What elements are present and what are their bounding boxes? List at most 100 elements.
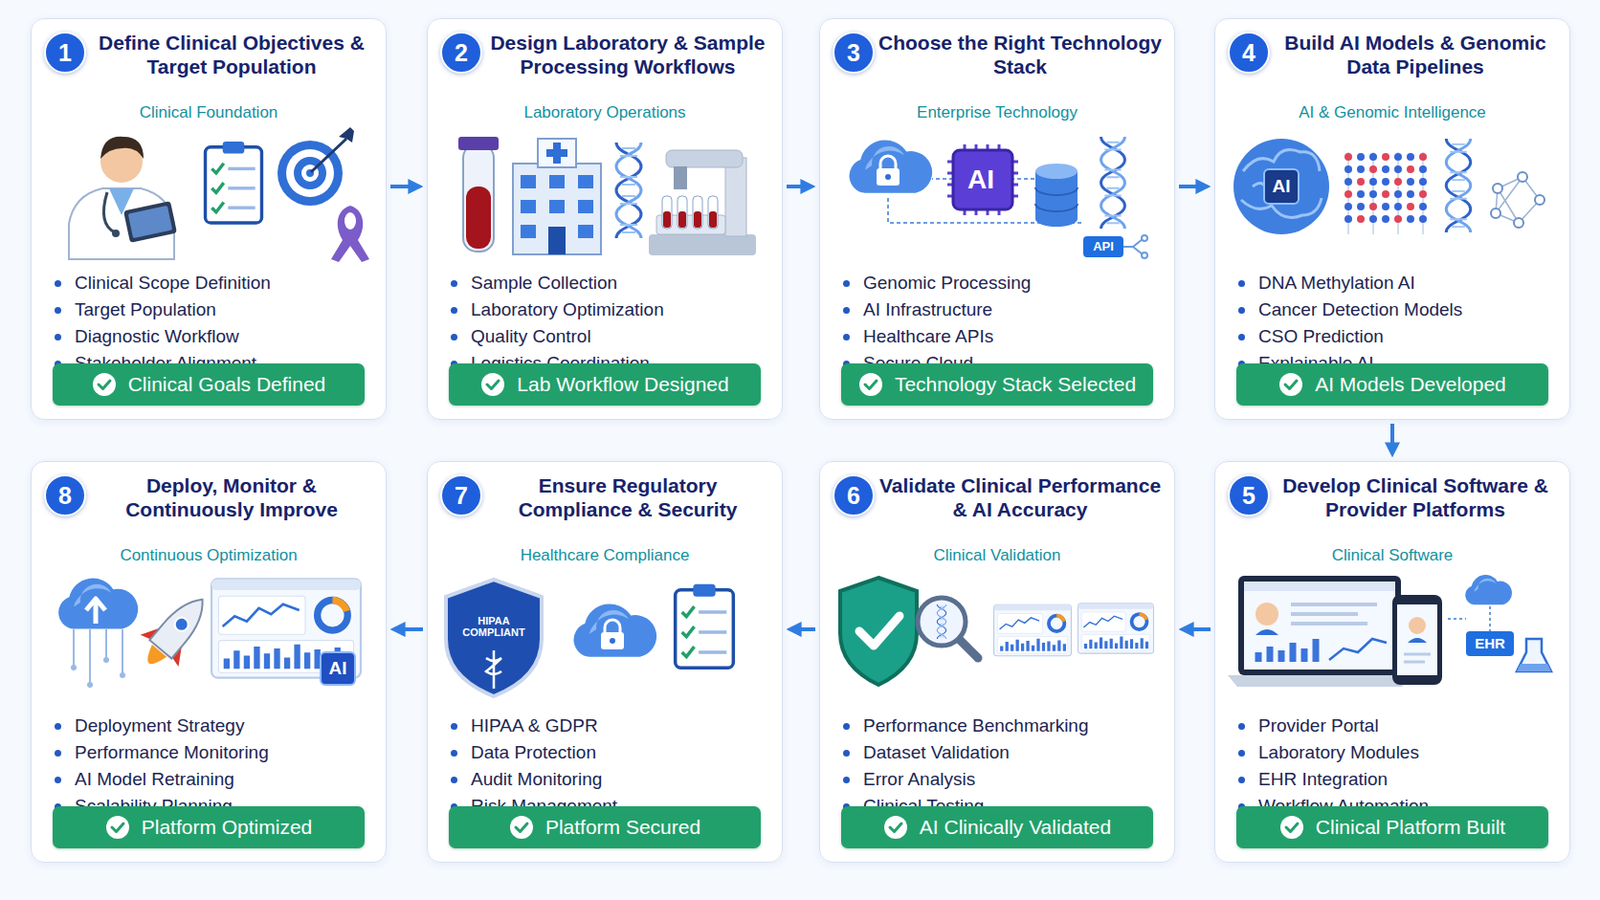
- step-subtitle: Enterprise Technology: [829, 103, 1165, 123]
- status-badge: AI Clinically Validated: [841, 806, 1154, 849]
- bullet-item: HIPAA & GDPR: [450, 712, 775, 740]
- bullet-dot: [450, 280, 458, 288]
- status-badge: Platform Optimized: [52, 806, 365, 849]
- bullet-item: AI Model Retraining: [54, 766, 378, 794]
- bullet-dot: [450, 333, 458, 341]
- status-badge: Platform Secured: [448, 806, 761, 849]
- bullet-text: Healthcare APIs: [863, 326, 994, 348]
- bullet-list: Performance BenchmarkingDataset Validati…: [843, 712, 1167, 821]
- bullet-item: EHR Integration: [1238, 766, 1562, 794]
- bullet-item: Sample Collection: [450, 269, 775, 297]
- step-number: 4: [1242, 39, 1256, 67]
- bullet-dot: [843, 307, 850, 314]
- step-number-circle: 7: [440, 474, 483, 517]
- icon-label: EHR: [1466, 631, 1514, 657]
- check-icon: [1279, 815, 1305, 841]
- check-icon: [883, 815, 909, 841]
- bullet-text: Cancer Detection Models: [1258, 299, 1463, 321]
- flow-arrow: [390, 184, 418, 189]
- bullet-text: Quality Control: [470, 326, 592, 348]
- bullet-text: Diagnostic Workflow: [74, 326, 240, 348]
- bullet-list: Deployment StrategyPerformance Monitorin…: [54, 712, 378, 821]
- step-number-circle: 2: [440, 31, 483, 74]
- step-number-circle: 4: [1227, 31, 1270, 74]
- bullet-text: Provider Portal: [1258, 715, 1379, 737]
- status-badge: Technology Stack Selected: [841, 363, 1154, 406]
- bullet-dot: [54, 333, 62, 341]
- step-subtitle: AI & Genomic Intelligence: [1224, 103, 1560, 123]
- bullet-text: AI Infrastructure: [863, 299, 993, 321]
- bullet-dot: [54, 777, 62, 784]
- bullet-dot: [1238, 280, 1245, 288]
- bullet-dot: [450, 307, 458, 314]
- step-subtitle: Continuous Optimization: [41, 546, 377, 566]
- bullet-item: Data Protection: [450, 739, 775, 767]
- bullet-text: AI Model Retraining: [74, 769, 235, 791]
- step-number-circle: 3: [832, 31, 875, 74]
- bullet-dot: [54, 750, 62, 757]
- bullet-item: Audit Monitoring: [450, 766, 775, 794]
- step-card: Choose the Right Technology StackEnterpr…: [819, 18, 1176, 421]
- bullet-dot: [54, 723, 62, 731]
- step-number: 2: [454, 39, 468, 67]
- bullet-item: Performance Monitoring: [54, 739, 378, 767]
- step-title: Deploy, Monitor & Continuously Improve: [87, 473, 377, 522]
- step-subtitle: Clinical Validation: [829, 546, 1165, 566]
- flow-arrow: [1178, 184, 1205, 189]
- bullet-list: Genomic Processing AI InfrastructureHealt…: [843, 269, 1167, 378]
- bullet-list: HIPAA & GDPRData ProtectionAudit Monitor…: [450, 712, 775, 821]
- flow-arrow: [786, 184, 810, 189]
- step-card: Build AI Models & Genomic Data Pipelines…: [1214, 18, 1571, 421]
- bullet-dot: [843, 777, 850, 784]
- bullet-item: AI Infrastructure: [843, 296, 1167, 324]
- step-number: 3: [846, 39, 861, 67]
- step-card: Design Laboratory & Sample Processing Wo…: [426, 18, 783, 421]
- step-card: Ensure Regulatory Compliance & SecurityH…: [426, 461, 783, 864]
- badge-text: Technology Stack Selected: [894, 373, 1136, 397]
- step-number: 1: [58, 39, 72, 67]
- step-title: Develop Clinical Software & Provider Pla…: [1270, 473, 1560, 522]
- bullet-item: Error Analysis: [843, 766, 1167, 794]
- icon-label: AI: [1264, 169, 1299, 204]
- flow-arrow: [396, 627, 423, 632]
- icon-label: HIPAA COMPLIANT: [453, 600, 534, 655]
- step-title: Design Laboratory & Sample Processing Wo…: [483, 30, 773, 79]
- bullet-text: Performance Benchmarking: [863, 715, 1089, 737]
- bullet-list: Clinical Scope DefinitionTarget Populati…: [54, 269, 378, 378]
- check-icon: [480, 372, 506, 398]
- bullet-list: DNA Methylation AICancer Detection Model…: [1238, 269, 1562, 378]
- bullet-item: Cancer Detection Models: [1238, 296, 1562, 324]
- bullet-dot: [54, 307, 62, 314]
- step-title: Define Clinical Objectives & Target Popu…: [87, 30, 377, 79]
- bullet-text: Genomic Processing: [863, 272, 1031, 294]
- bullet-list: Sample CollectionLaboratory Optimization…: [450, 269, 775, 378]
- bullet-dot: [1238, 777, 1245, 784]
- bullet-item: CSO Prediction: [1238, 323, 1562, 351]
- step-number: 5: [1242, 482, 1256, 511]
- bullet-text: Clinical Scope Definition: [74, 272, 271, 294]
- step-number-circle: 8: [44, 474, 87, 517]
- bullet-dot: [843, 333, 850, 341]
- bullet-text: Error Analysis: [863, 769, 976, 791]
- bullet-item: Laboratory Modules: [1238, 739, 1562, 767]
- badge-text: Platform Secured: [545, 816, 701, 840]
- flow-arrow: [1184, 627, 1211, 632]
- bullet-dot: [1238, 307, 1245, 314]
- bullet-text: Laboratory Modules: [1258, 742, 1420, 764]
- badge-text: Clinical Goals Defined: [128, 373, 327, 397]
- status-badge: Lab Workflow Designed: [448, 363, 761, 406]
- badge-text: Platform Optimized: [141, 816, 313, 840]
- bullet-item: Clinical Scope Definition: [54, 269, 378, 297]
- step-number-circle: 5: [1227, 474, 1270, 517]
- step-title: Validate Clinical Performance & AI Accur…: [875, 473, 1165, 522]
- step-subtitle: Laboratory Operations: [437, 103, 773, 123]
- step-title: Build AI Models & Genomic Data Pipelines: [1270, 30, 1560, 79]
- bullet-item: Diagnostic Workflow: [54, 323, 378, 351]
- bullet-dot: [450, 723, 458, 731]
- badge-text: Clinical Platform Built: [1315, 816, 1506, 840]
- check-icon: [509, 815, 534, 841]
- badge-text: AI Clinically Validated: [919, 816, 1112, 840]
